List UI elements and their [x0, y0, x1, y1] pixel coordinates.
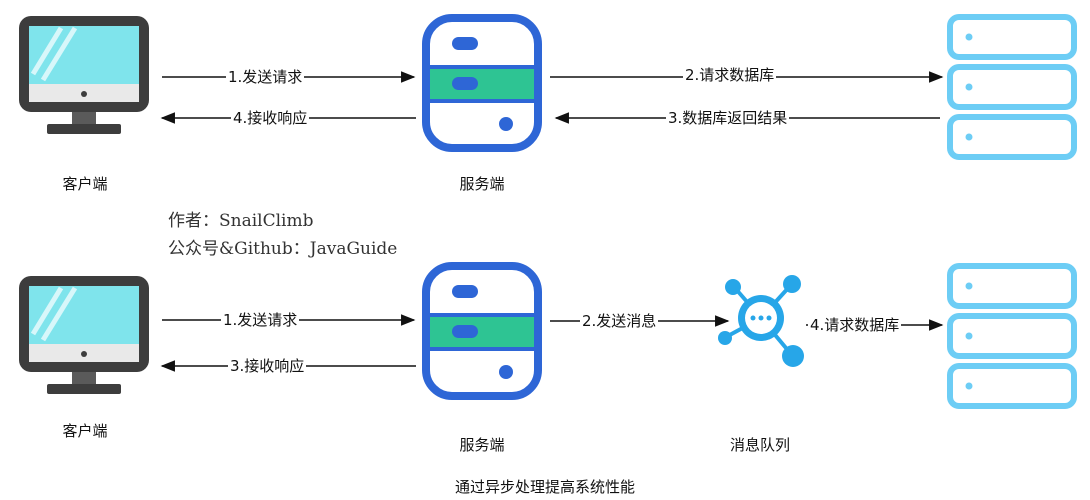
edge-label-send-request: 1.发送请求 [221, 311, 300, 329]
edge-label-send-message: 2.发送消息 [580, 312, 659, 330]
edge-label-send-request: 1.发送请求 [226, 68, 305, 86]
server-icon [426, 266, 538, 396]
server-label: 服务端 [459, 436, 505, 454]
client-label: 客户端 [62, 175, 108, 193]
server-label: 服务端 [459, 175, 505, 193]
edge-label-db-result: 3.数据库返回结果 [666, 109, 790, 127]
author-account: 公众号&Github：JavaGuide [168, 239, 398, 259]
edge-label-query-db: 4.请求数据库 [808, 316, 902, 334]
message-queue-icon [718, 275, 804, 367]
author-name: 作者：SnailClimb [168, 211, 314, 231]
client-label: 客户端 [62, 422, 108, 440]
diagram-caption: 通过异步处理提高系统性能 [454, 478, 635, 496]
edge-label-receive-response: 4.接收响应 [231, 109, 310, 127]
edge-label-receive-response: 3.接收响应 [228, 357, 307, 375]
server-icon [426, 18, 538, 148]
database-icon [950, 266, 1074, 406]
edge-label-query-db: 2.请求数据库 [683, 66, 777, 84]
message-queue-label: 消息队列 [729, 436, 790, 454]
database-icon [950, 17, 1074, 157]
client-monitor-icon [19, 276, 149, 394]
client-monitor-icon [19, 16, 149, 134]
